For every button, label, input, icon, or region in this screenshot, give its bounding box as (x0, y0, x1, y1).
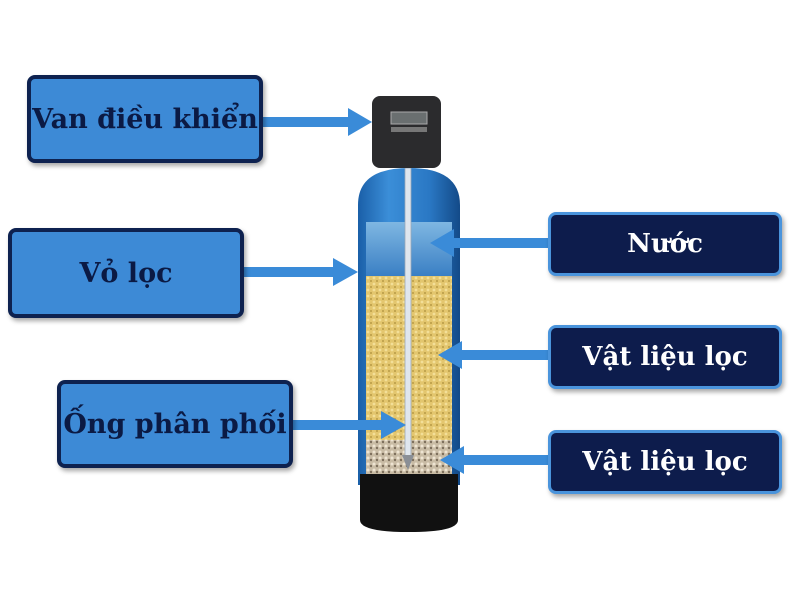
label-filter-media-gravel: Vật liệu lọc (548, 430, 782, 494)
pipe-tip (402, 455, 414, 470)
label-tank-shell: Vỏ lọc (8, 228, 244, 318)
arrow-to-media (438, 341, 548, 369)
arrows (243, 108, 548, 474)
control-valve (372, 96, 441, 168)
arrow-to-water (430, 229, 548, 257)
distribution-pipe (404, 167, 412, 459)
arrow-to-gravel (440, 446, 548, 474)
arrow-to-pipe (293, 411, 406, 439)
label-distribution-pipe: Ống phân phối (57, 380, 293, 468)
arrow-to-shell (243, 258, 358, 286)
label-water: Nước (548, 212, 782, 276)
label-filter-media: Vật liệu lọc (548, 325, 782, 389)
label-control-valve: Van điều khiển (27, 75, 263, 163)
tank-base (360, 474, 458, 532)
arrow-to-valve (262, 108, 372, 136)
